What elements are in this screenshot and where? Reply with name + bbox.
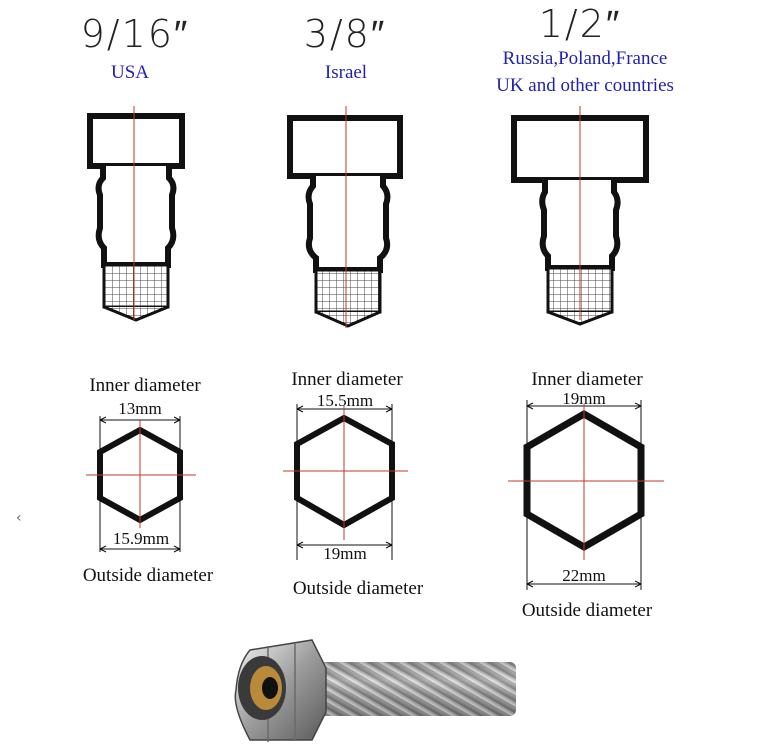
braided-hose-image <box>234 639 516 742</box>
hexagon-3 <box>508 400 664 590</box>
inner-diameter-value-3: 19mm <box>562 389 606 408</box>
hexagon-2 <box>283 404 408 560</box>
outside-diameter-label-2: Outside diameter <box>292 578 424 599</box>
inner-diameter-label-1: Inner diameter <box>89 375 201 396</box>
fitting-3 <box>511 106 649 326</box>
outer-diameter-value-3: 22mm <box>562 566 606 585</box>
outer-diameter-value-2: 19mm <box>323 544 367 563</box>
outer-diameter-value-1: 15.9mm <box>112 529 170 548</box>
country-russia-poland-france: Russia,Poland,France <box>502 48 668 69</box>
hexagon-1 <box>86 416 196 553</box>
country-uk-and-others: UK and other countries <box>496 75 674 96</box>
outside-diameter-label-3: Outside diameter <box>521 600 653 621</box>
chevron-left-icon[interactable]: ‹ <box>16 510 22 526</box>
size-label-1-2: 1/2″ <box>538 2 622 46</box>
country-usa: USA <box>110 62 149 83</box>
size-label-9-16: 9/16″ <box>80 12 190 56</box>
size-label-3-8: 3/8″ <box>303 12 387 56</box>
fitting-2 <box>287 106 403 328</box>
country-israel: Israel <box>324 62 368 83</box>
inner-diameter-value-1: 13mm <box>118 399 162 418</box>
fitting-1 <box>87 106 185 322</box>
inner-diameter-label-2: Inner diameter <box>291 369 403 390</box>
inner-diameter-label-3: Inner diameter <box>531 369 643 390</box>
inner-diameter-value-2: 15.5mm <box>316 391 374 410</box>
outside-diameter-label-1: Outside diameter <box>82 565 214 586</box>
